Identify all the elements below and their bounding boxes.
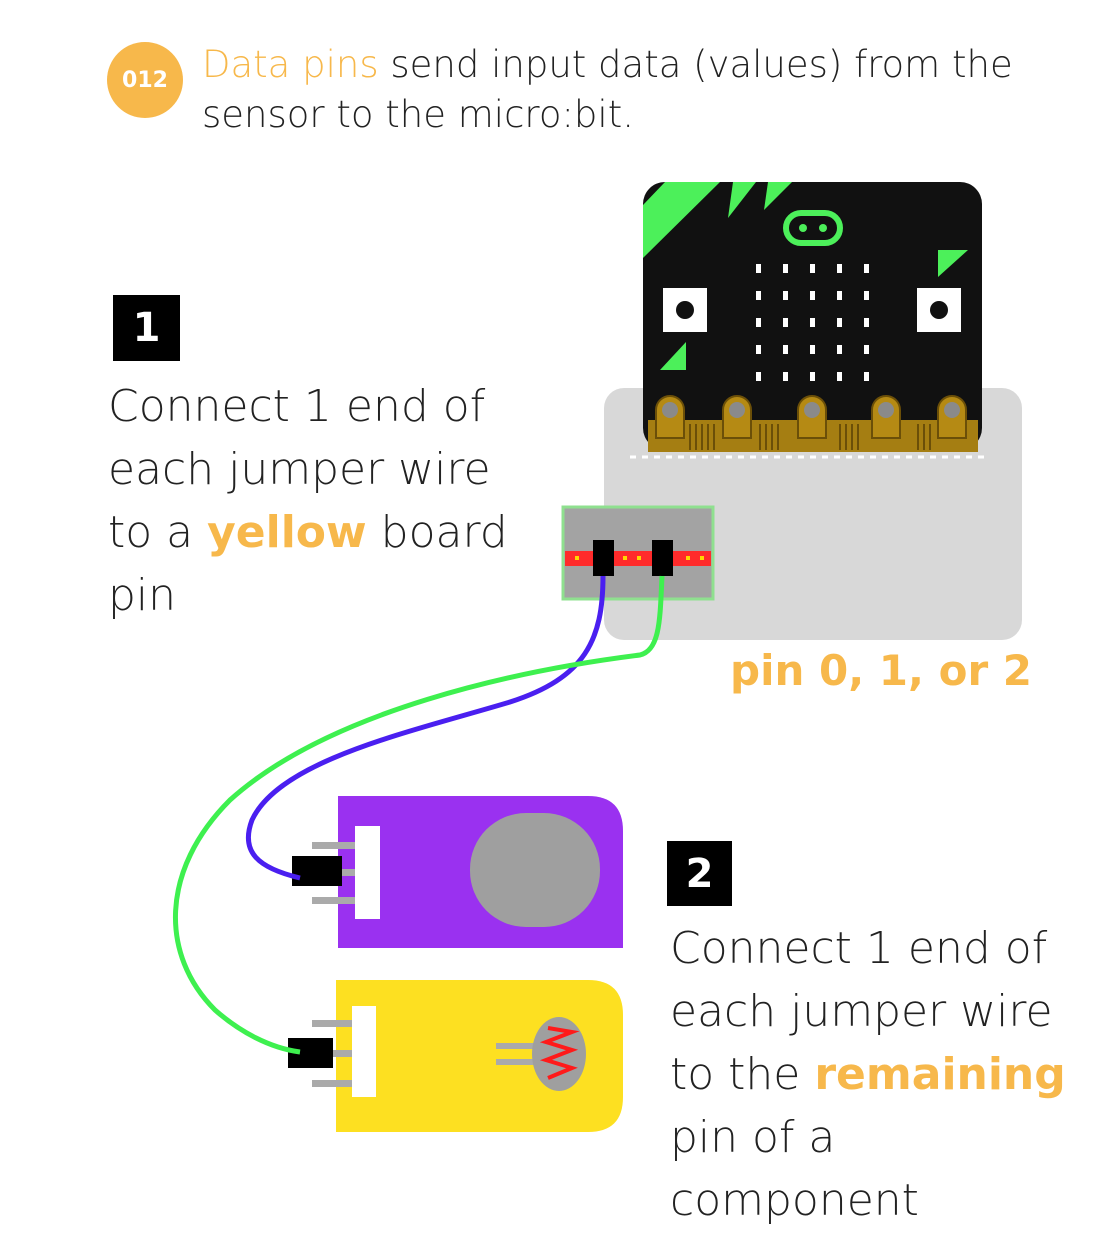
step-1-text-after: board pin [108, 507, 508, 621]
step-2-highlight: remaining [814, 1049, 1066, 1100]
purple-sensor [292, 796, 623, 948]
step-1-text-before: Connect 1 end of each jumper wire to a [108, 381, 491, 558]
board-corner-accent [643, 182, 720, 258]
step-2-instruction: Connect 1 end of each jumper wire to the… [670, 917, 1090, 1232]
jumper-plug-right [652, 540, 673, 576]
pin-label: pin 0, 1, or 2 [730, 646, 1032, 695]
led-matrix [756, 264, 869, 381]
microbit-board [643, 182, 982, 452]
intro-text: Data pins send input data (values) from … [202, 40, 1082, 140]
step-1-highlight: yellow [207, 507, 367, 558]
step-number-badge: 012 [107, 42, 183, 118]
pin-block [561, 505, 715, 601]
jumper-plug-left [593, 540, 614, 576]
step-2-text-after: pin of a component [670, 1112, 919, 1226]
sensor-module-dome [470, 813, 600, 927]
intro-body: send input data (values) from the sensor… [202, 43, 1013, 136]
purple-jumper-wire [245, 575, 606, 881]
data-pins-highlight: Data pins [202, 43, 379, 86]
step-2-badge: 2 [667, 841, 732, 906]
step-1-instruction: Connect 1 end of each jumper wire to a y… [108, 375, 538, 627]
button-a[interactable] [663, 288, 707, 332]
step-2-text-before: Connect 1 end of each jumper wire to the [670, 923, 1053, 1100]
edge-pin-fingers [689, 424, 931, 450]
yellow-light-sensor [288, 980, 623, 1132]
green-jumper-wire [172, 575, 665, 1055]
button-b[interactable] [917, 288, 961, 332]
step-1-badge: 1 [113, 295, 180, 361]
jumper-plug-purple [292, 856, 342, 886]
microbit-logo [783, 210, 843, 246]
